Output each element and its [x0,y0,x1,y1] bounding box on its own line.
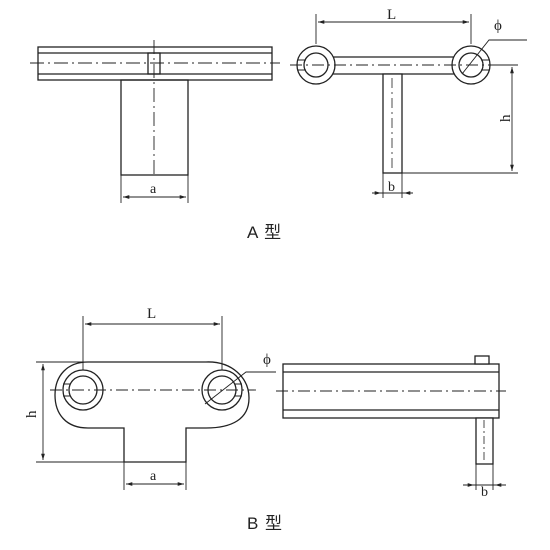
a-side-dim-h-label: h [498,114,514,122]
caption-a-type: A 型 [247,223,283,242]
b-front-dim-L-label: L [147,306,156,322]
a-side-dim-phi-label: ϕ [494,18,502,34]
a-side-phi-leader [461,39,527,75]
a-type-side-view [290,14,527,198]
b-side-cap [474,355,490,365]
a-front-dim-a-label: a [150,182,157,197]
a-type-front-view [30,40,280,203]
b-front-dim-phi-label: ϕ [263,352,271,368]
caption-b-type: B 型 [247,514,284,533]
a-side-stem [382,73,403,174]
b-type-side-view [276,355,506,490]
b-side-dim-b-label: b [481,485,488,500]
b-front-body [54,361,250,463]
a-side-dim-L-label: L [387,7,396,23]
a-front-bar [37,46,273,81]
b-type-front-view [36,316,276,490]
a-front-stem [120,79,189,176]
a-side-crossbar [332,56,455,75]
b-side-stem [475,417,494,465]
b-front-phi-leader [204,371,276,405]
a-side-dim-b-label: b [388,180,395,195]
b-front-dim-h-label: h [24,410,40,418]
b-front-dim-a-label: a [150,469,157,484]
